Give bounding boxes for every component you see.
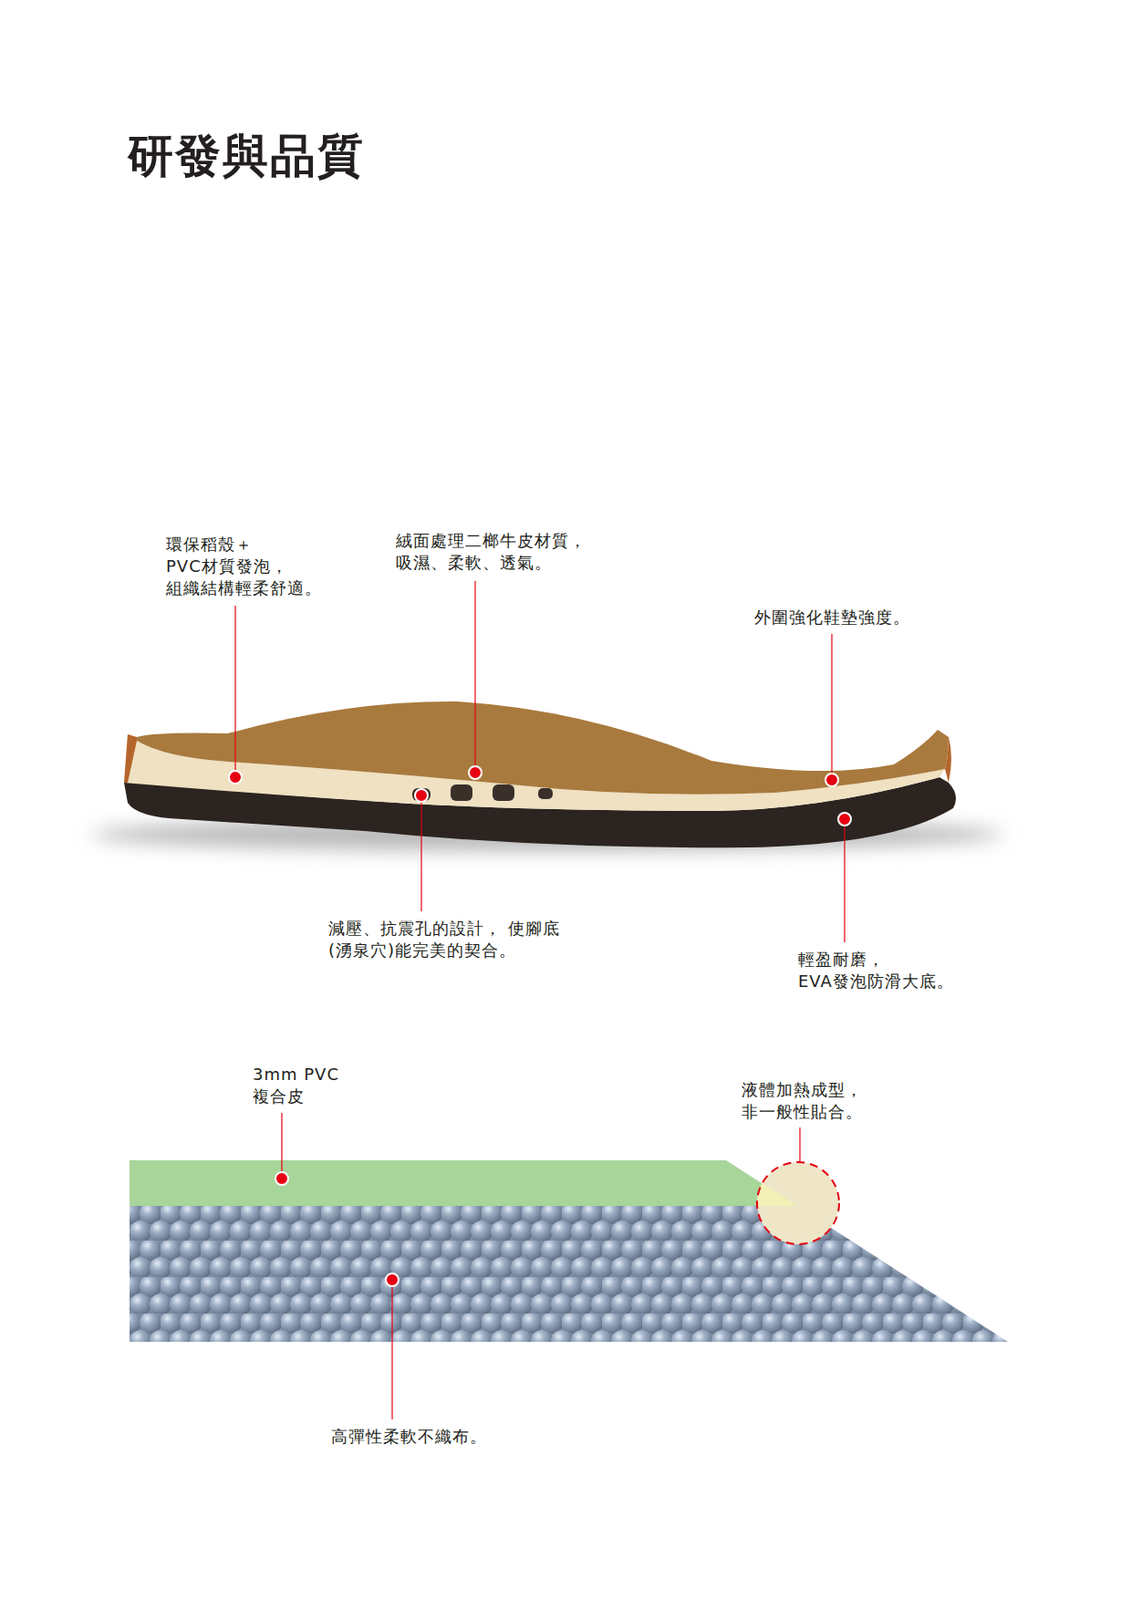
- callout-label: 液體加熱成型， 非一般性貼合。: [741, 1079, 873, 1123]
- bond-detail: [726, 1149, 858, 1259]
- callout-label: 外圍強化鞋墊強度。: [754, 606, 911, 629]
- callout-dots: [228, 766, 851, 1287]
- detail-circle: [757, 1162, 840, 1245]
- page-title: 研發與品質: [127, 125, 365, 187]
- toe-edge: [937, 729, 952, 783]
- pvc-layer: [129, 1160, 798, 1206]
- callout-label: 絨面處理二榔牛皮材質， 吸濕、柔軟、透氣。: [395, 529, 602, 574]
- callout-label: 減壓、抗震孔的設計， 使腳底(湧泉穴)能完美的契合。: [328, 917, 592, 962]
- callout-label: 環保稻殼＋ PVC材質發泡， 組織結構輕柔舒適。: [166, 533, 339, 600]
- callout-label: 輕盈耐磨， EVA發泡防滑大底。: [798, 948, 971, 993]
- callout-label: 3mm PVC 複合皮: [252, 1063, 352, 1108]
- suede-top: [136, 701, 949, 795]
- nonwoven-layer: [129, 1205, 1008, 1342]
- callout-label: 高彈性柔軟不織布。: [331, 1425, 488, 1448]
- shock-holes: [412, 784, 553, 801]
- leader-lines: [235, 581, 845, 1420]
- heel-edge: [124, 734, 137, 783]
